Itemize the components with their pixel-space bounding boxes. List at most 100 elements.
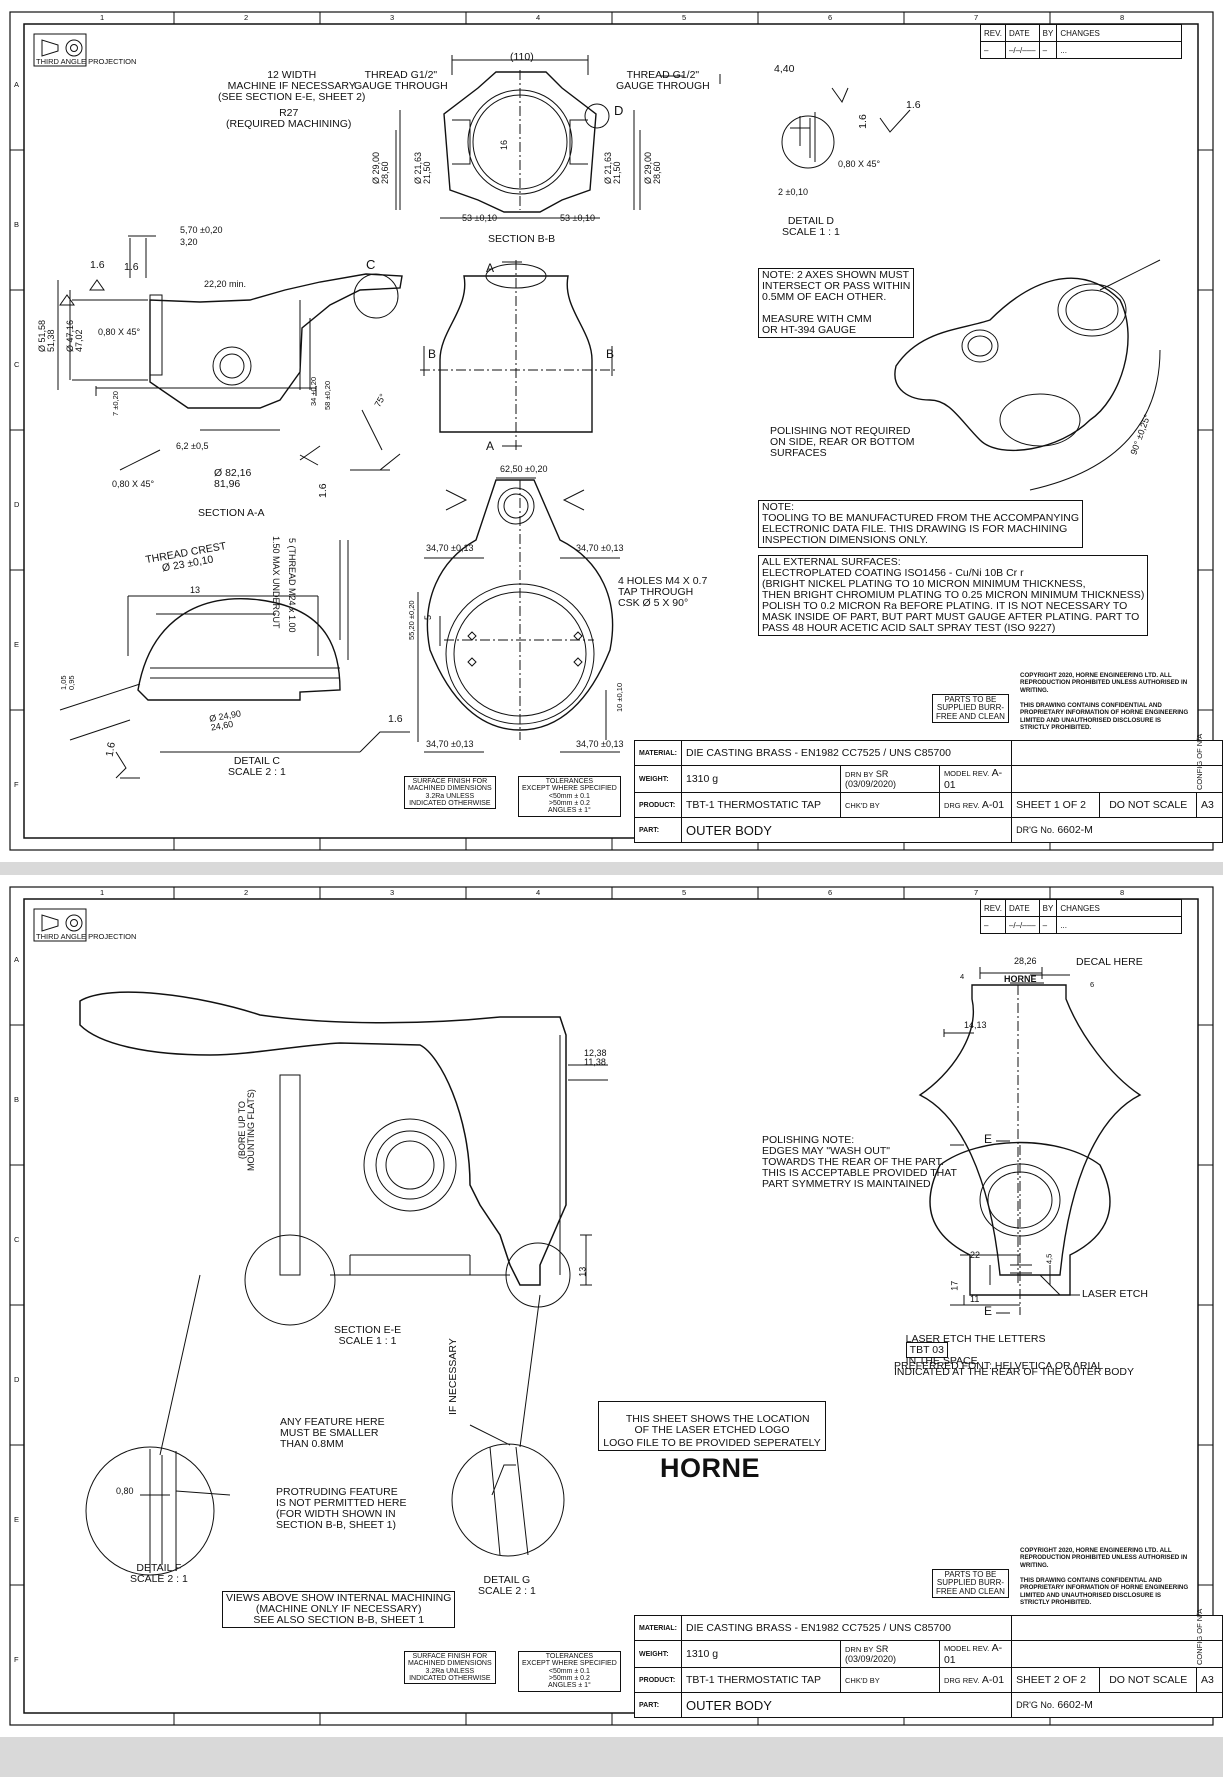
chkd-label: CHK'D BY <box>845 1676 880 1685</box>
dim-5: 5 <box>423 614 433 620</box>
part-label: PART: <box>634 1692 682 1718</box>
zone-letter: B <box>14 1095 20 1104</box>
zone-number: 5 <box>682 13 687 22</box>
drawing-sheet-2: 1 2 3 4 5 6 7 8 A B C D E F THIRD ANGLE … <box>0 875 1223 1737</box>
zone-number: 2 <box>244 888 249 897</box>
section-arrow: E <box>984 1304 993 1318</box>
zone-number: 7 <box>974 888 979 897</box>
surface-finish-note: SURFACE FINISH FOR MACHINED DIMENSIONS 3… <box>404 776 496 810</box>
rev-cell: – <box>980 916 1006 934</box>
dim-5158: Ø 51,58 51,38 <box>37 319 57 352</box>
dim-13: 13 <box>190 585 201 595</box>
dim-bore: Ø 21,63 21,50 <box>413 151 433 184</box>
zone-letter: E <box>14 640 20 649</box>
polishing-note: POLISHING NOT REQUIRED ON SIDE, REAR OR … <box>770 425 915 460</box>
drg-no-value: 6602-M <box>1057 1699 1093 1711</box>
zone-letter: A <box>14 955 20 964</box>
roughness-16: 1.6 <box>388 713 403 725</box>
material-value: DIE CASTING BRASS - EN1982 CC7525 / UNS … <box>680 1615 1013 1641</box>
sheet-size: A3 <box>1196 792 1223 818</box>
material-label: MATERIAL: <box>634 1615 682 1641</box>
weight-value: 1310 g <box>681 765 841 793</box>
detail-c-ref: C <box>366 257 376 272</box>
dim-22: 22 <box>970 1250 981 1260</box>
font-note: PREFERRED FONT: HELVETICA OR ARIAL <box>894 1360 1104 1372</box>
config-note: CONFIG OF N/A <box>1195 1608 1204 1665</box>
zone-number: 6 <box>828 13 833 22</box>
part-value: OUTER BODY <box>680 817 1013 843</box>
weight-label: WEIGHT: <box>634 765 682 793</box>
rev-cell: – <box>1038 41 1058 59</box>
dim-4: 4 <box>960 972 965 981</box>
laser-code: TBT 03 <box>905 1342 948 1359</box>
section-ee-title: SECTION E-E SCALE 1 : 1 <box>334 1324 402 1348</box>
sheet-number: SHEET 2 OF 2 <box>1011 1667 1101 1693</box>
product-value: TBT-1 THERMOSTATIC TAP <box>681 1667 841 1693</box>
copyright-note: COPYRIGHT 2020, HORNE ENGINEERING LTD. A… <box>1020 672 1188 694</box>
chkd-label: CHK'D BY <box>845 801 880 810</box>
zone-number: 7 <box>974 13 979 22</box>
part-label: PART: <box>634 817 682 843</box>
zone-number: 4 <box>536 888 541 897</box>
dim-34: 34 ±0,20 <box>309 376 318 406</box>
dim-2: 2 ±0,10 <box>778 187 808 197</box>
dim-440: 4,40 <box>774 63 795 75</box>
config-note: CONFIG OF N/A <box>1195 733 1204 790</box>
weight-value: 1310 g <box>681 1640 841 1668</box>
logo-file-note: LOGO FILE TO BE PROVIDED SEPERATELY <box>598 1437 826 1452</box>
drg-no-value: 6602-M <box>1057 824 1093 836</box>
dim-2826: 28,26 <box>1014 956 1037 966</box>
roughness-16: 1.6 <box>906 99 921 111</box>
sheet-number: SHEET 1 OF 2 <box>1011 792 1101 818</box>
zone-letter: F <box>14 780 19 789</box>
sheet-size: A3 <box>1196 1667 1223 1693</box>
zone-number: 8 <box>1120 888 1125 897</box>
width-note: 12 WIDTH MACHINE IF NECESSARY (SEE SECTI… <box>218 69 366 104</box>
model-rev-label: MODEL REV. <box>943 1644 990 1653</box>
dim-53-right: 53 ±0,10 <box>560 213 595 223</box>
dim-1413: 14,13 <box>964 1020 987 1030</box>
bore-note: (BORE UP TO MOUNTING FLATS) <box>237 1089 257 1171</box>
dim-45: 4,5 <box>1044 1253 1054 1265</box>
zone-number: 6 <box>828 888 833 897</box>
roughness-16: 1.6 <box>90 259 105 271</box>
zone-number: 3 <box>390 13 395 22</box>
zone-number: 4 <box>536 13 541 22</box>
do-not-scale: DO NOT SCALE <box>1099 792 1198 818</box>
copyright-note: COPYRIGHT 2020, HORNE ENGINEERING LTD. A… <box>1020 1547 1188 1569</box>
section-arrow: A <box>486 439 495 453</box>
roughness-16: 1.6 <box>317 483 329 498</box>
dim-17: 17 <box>949 1280 960 1291</box>
projection-label: THIRD ANGLE PROJECTION <box>36 932 137 941</box>
r27-note: R27 (REQUIRED MACHINING) <box>226 107 352 131</box>
dim-10: 10 ±0,10 <box>615 682 624 712</box>
detail-d-ref: D <box>614 103 624 118</box>
dim-6: 6 <box>1090 980 1095 989</box>
chamfer: 0,80 X 45° <box>112 479 155 489</box>
detail-f-note: ANY FEATURE HERE MUST BE SMALLER THAN 0.… <box>280 1416 385 1451</box>
title-block: MATERIAL: DIE CASTING BRASS - EN1982 CC7… <box>634 1615 1223 1718</box>
dim-2220: 22,20 min. <box>204 279 247 289</box>
rev-cell: –/–/––– <box>1004 41 1040 59</box>
laser-note: LASER ETCH THE LETTERS TBT 03 IN THE SPA… <box>894 1323 1134 1389</box>
section-arrow: B <box>606 347 615 361</box>
drg-no-label: DR'G No. <box>1016 1700 1055 1710</box>
model-rev-label: MODEL REV. <box>943 769 990 778</box>
dim-bore: Ø 21,63 21,50 <box>603 151 623 184</box>
logo-location-note: THIS SHEET SHOWS THE LOCATION OF THE LAS… <box>625 1413 810 1437</box>
zone-letter: C <box>14 1235 20 1244</box>
rev-header: DATE <box>1004 24 1040 42</box>
confidential-note: THIS DRAWING CONTAINS CONFIDENTIAL AND P… <box>1020 702 1189 732</box>
zone-letter: F <box>14 1655 19 1664</box>
drn-value: SR (03/09/2020) <box>845 1644 897 1664</box>
tolerance-note: TOLERANCES EXCEPT WHERE SPECIFIED <50mm … <box>518 1651 621 1692</box>
weight-label: WEIGHT: <box>634 1640 682 1668</box>
product-label: PRODUCT: <box>634 792 682 818</box>
rev-cell: – <box>1038 916 1058 934</box>
thread-note-left: THREAD G1/2" GAUGE THROUGH <box>354 69 448 93</box>
material-value: DIE CASTING BRASS - EN1982 CC7525 / UNS … <box>680 740 1013 766</box>
material-label: MATERIAL: <box>634 740 682 766</box>
zone-number: 1 <box>100 13 105 22</box>
confidential-note: THIS DRAWING CONTAINS CONFIDENTIAL AND P… <box>1020 1577 1189 1607</box>
